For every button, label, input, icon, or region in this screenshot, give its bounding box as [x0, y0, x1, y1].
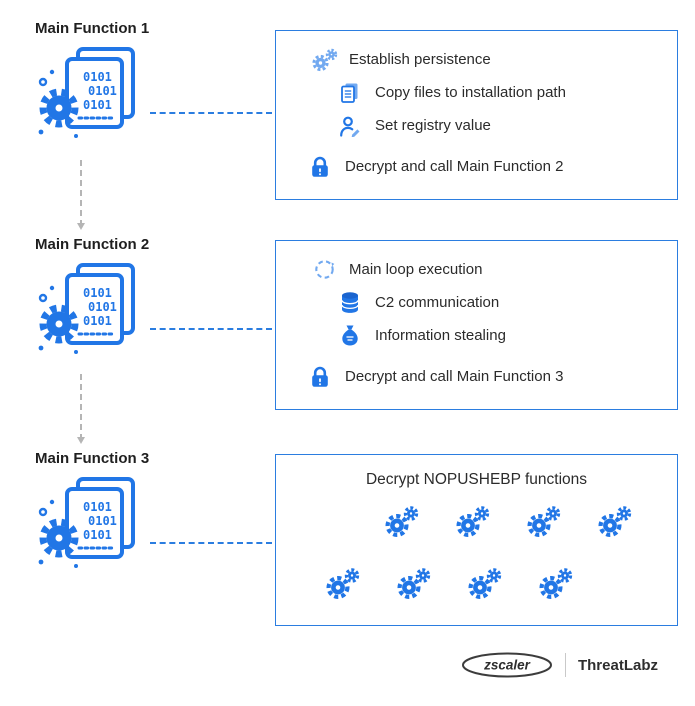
binary-text: 0101 — [83, 314, 112, 328]
detail-label: Decrypt and call Main Function 3 — [345, 368, 564, 385]
binary-text: 0101 — [83, 98, 112, 112]
gear-pair-icon — [523, 505, 561, 544]
gear-pair-icon — [452, 505, 490, 544]
detail-label: Decrypt and call Main Function 2 — [345, 158, 564, 175]
detail-label: C2 communication — [375, 294, 500, 311]
dashed-connector-2 — [150, 328, 272, 330]
detail-label: Information stealing — [375, 327, 506, 344]
main-function-1-label: Main Function 1 — [35, 20, 150, 37]
main-function-3-label: Main Function 3 — [35, 450, 150, 467]
detail-label: Set registry value — [375, 117, 491, 134]
gear-row-1 — [381, 505, 632, 544]
detail-row: Decrypt and call Main Function 3 — [306, 360, 667, 393]
gear-pair-icon — [381, 505, 419, 544]
gear-pair-icon — [393, 567, 431, 606]
main-function-2-label: Main Function 2 — [35, 236, 150, 253]
detail-row: C2 communication — [336, 286, 667, 319]
binary-text: 0101 — [83, 286, 112, 300]
gear-pair-icon — [464, 567, 502, 606]
lock-icon — [306, 156, 334, 178]
main-function-1-icon: 0101 0101 0101 — [36, 46, 144, 148]
gear-row-2 — [322, 567, 573, 606]
detail-row: Set registry value — [336, 109, 667, 142]
footer-divider — [564, 653, 566, 677]
main-function-2-icon: 0101 0101 0101 — [36, 262, 144, 364]
code-files-icon: 0101 0101 0101 — [38, 47, 135, 138]
decrypt-functions-title: Decrypt NOPUSHEBP functions — [365, 471, 588, 488]
main-function-3-icon: 0101 0101 0101 — [36, 476, 144, 578]
lock-icon — [306, 366, 334, 388]
binary-text: 0101 — [83, 70, 112, 84]
money-bag-icon — [336, 324, 364, 347]
threatlabz-label: ThreatLabz — [577, 656, 658, 674]
gear-pair-icon — [322, 567, 360, 606]
persistence-gears-icon — [310, 47, 338, 73]
dashed-connector-3 — [150, 542, 272, 544]
copy-files-icon — [336, 82, 364, 104]
detail-row: Information stealing — [336, 319, 667, 352]
binary-text: 0101 — [83, 500, 112, 514]
detail-label: Establish persistence — [349, 51, 491, 68]
detail-row: Establish persistence — [310, 43, 667, 76]
code-files-icon: 0101 0101 0101 — [38, 263, 135, 354]
detail-row: Copy files to installation path — [336, 76, 667, 109]
database-icon — [336, 291, 364, 314]
branding-footer: zscaler ThreatLabz — [461, 652, 658, 678]
zscaler-wordmark: zscaler — [483, 658, 531, 673]
function-3-details-box: Decrypt NOPUSHEBP functions — [275, 454, 678, 626]
loop-icon — [310, 257, 338, 282]
detail-label: Copy files to installation path — [375, 84, 566, 101]
binary-text: 0101 — [88, 514, 117, 528]
binary-text: 0101 — [88, 300, 117, 314]
flow-arrow-down-2 — [76, 374, 85, 444]
dashed-connector-1 — [150, 112, 272, 114]
function-1-details-box: Establish persistence Copy files to inst… — [275, 30, 678, 200]
gear-pair-icon — [594, 505, 632, 544]
function-2-details-box: Main loop execution C2 communication — [275, 240, 678, 410]
detail-row: Main loop execution — [310, 253, 667, 286]
detail-label: Main loop execution — [349, 261, 483, 278]
zscaler-logo: zscaler — [461, 652, 552, 678]
binary-text: 0101 — [88, 84, 117, 98]
gear-pair-icon — [535, 567, 573, 606]
detail-row: Decrypt and call Main Function 2 — [306, 150, 667, 183]
code-files-icon: 0101 0101 0101 — [38, 477, 135, 568]
registry-pen-icon — [336, 115, 364, 137]
flow-arrow-down-1 — [76, 160, 85, 230]
binary-text: 0101 — [83, 528, 112, 542]
